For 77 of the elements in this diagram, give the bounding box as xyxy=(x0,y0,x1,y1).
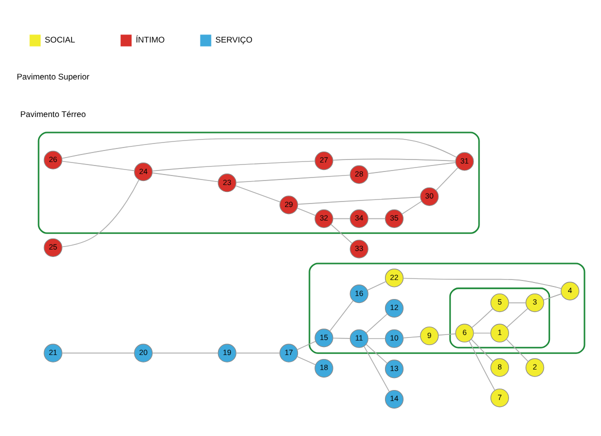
node-circle: 15 xyxy=(314,328,334,348)
connector xyxy=(332,338,350,339)
node-circle: 13 xyxy=(384,360,404,378)
connector xyxy=(330,224,352,244)
node-circle: 3 xyxy=(526,293,544,312)
node-circle: 30 xyxy=(420,187,439,206)
node-circle: 9 xyxy=(420,326,439,346)
connector xyxy=(473,332,491,334)
connector xyxy=(62,160,135,172)
node-circle: 18 xyxy=(314,358,334,378)
node-circle: 24 xyxy=(134,162,153,182)
node-circle: 32 xyxy=(314,209,334,228)
connector xyxy=(367,281,386,291)
connector xyxy=(332,218,350,220)
node-circle: 22 xyxy=(384,268,404,288)
connector xyxy=(235,185,281,202)
connector xyxy=(297,196,421,205)
connector xyxy=(402,200,422,214)
connector xyxy=(152,160,316,172)
connector xyxy=(436,167,458,191)
connector xyxy=(62,138,457,159)
connector xyxy=(236,174,350,183)
node-circle: 23 xyxy=(218,174,236,192)
connector xyxy=(506,308,528,328)
node-circle: 31 xyxy=(455,152,474,171)
node-circle: 26 xyxy=(44,150,62,170)
node-circle: 14 xyxy=(384,390,404,409)
connector xyxy=(364,346,390,392)
connector xyxy=(438,333,456,336)
cluster xyxy=(38,132,480,234)
connector xyxy=(330,300,354,332)
connector xyxy=(62,352,135,354)
node-circle: 35 xyxy=(384,209,404,228)
connector xyxy=(152,172,218,182)
connector xyxy=(366,314,388,334)
connector xyxy=(508,302,526,304)
connector xyxy=(62,179,140,248)
node-circle: 5 xyxy=(490,293,510,312)
connector xyxy=(471,308,494,328)
connector xyxy=(402,336,421,338)
cluster xyxy=(449,288,550,348)
node-circle: 10 xyxy=(384,329,404,348)
node-circle: 8 xyxy=(490,358,510,377)
connector xyxy=(296,341,316,350)
node-circle: 28 xyxy=(350,165,368,184)
node-circle: 33 xyxy=(350,240,368,258)
connector xyxy=(368,218,386,220)
connector xyxy=(332,158,456,162)
node-circle: 4 xyxy=(560,282,580,300)
connector xyxy=(296,356,316,366)
node-circle: 17 xyxy=(279,344,298,362)
node-circle: 6 xyxy=(455,324,474,342)
node-circle: 27 xyxy=(314,151,334,170)
connector xyxy=(468,340,496,391)
connector xyxy=(366,344,388,364)
connector xyxy=(368,338,386,340)
node-circle: 25 xyxy=(44,238,62,257)
node-circle: 20 xyxy=(134,344,153,362)
connector xyxy=(471,339,494,362)
node-circle: 11 xyxy=(350,329,368,348)
node-circle: 29 xyxy=(279,196,298,214)
node-circle: 16 xyxy=(350,284,368,304)
connector xyxy=(402,278,562,289)
node-circle: 12 xyxy=(384,298,404,318)
node-circle: 2 xyxy=(526,358,544,377)
connector xyxy=(506,339,529,362)
node-circle: 34 xyxy=(350,209,368,228)
node-circle: 19 xyxy=(218,344,236,362)
connector xyxy=(152,352,218,354)
connector xyxy=(296,208,316,216)
cluster xyxy=(308,262,586,354)
connector xyxy=(543,293,562,300)
connector xyxy=(236,352,280,354)
node-circle: 21 xyxy=(44,344,62,362)
node-circle: 7 xyxy=(490,388,510,408)
connector xyxy=(368,162,456,174)
node-circle: 1 xyxy=(490,324,510,342)
